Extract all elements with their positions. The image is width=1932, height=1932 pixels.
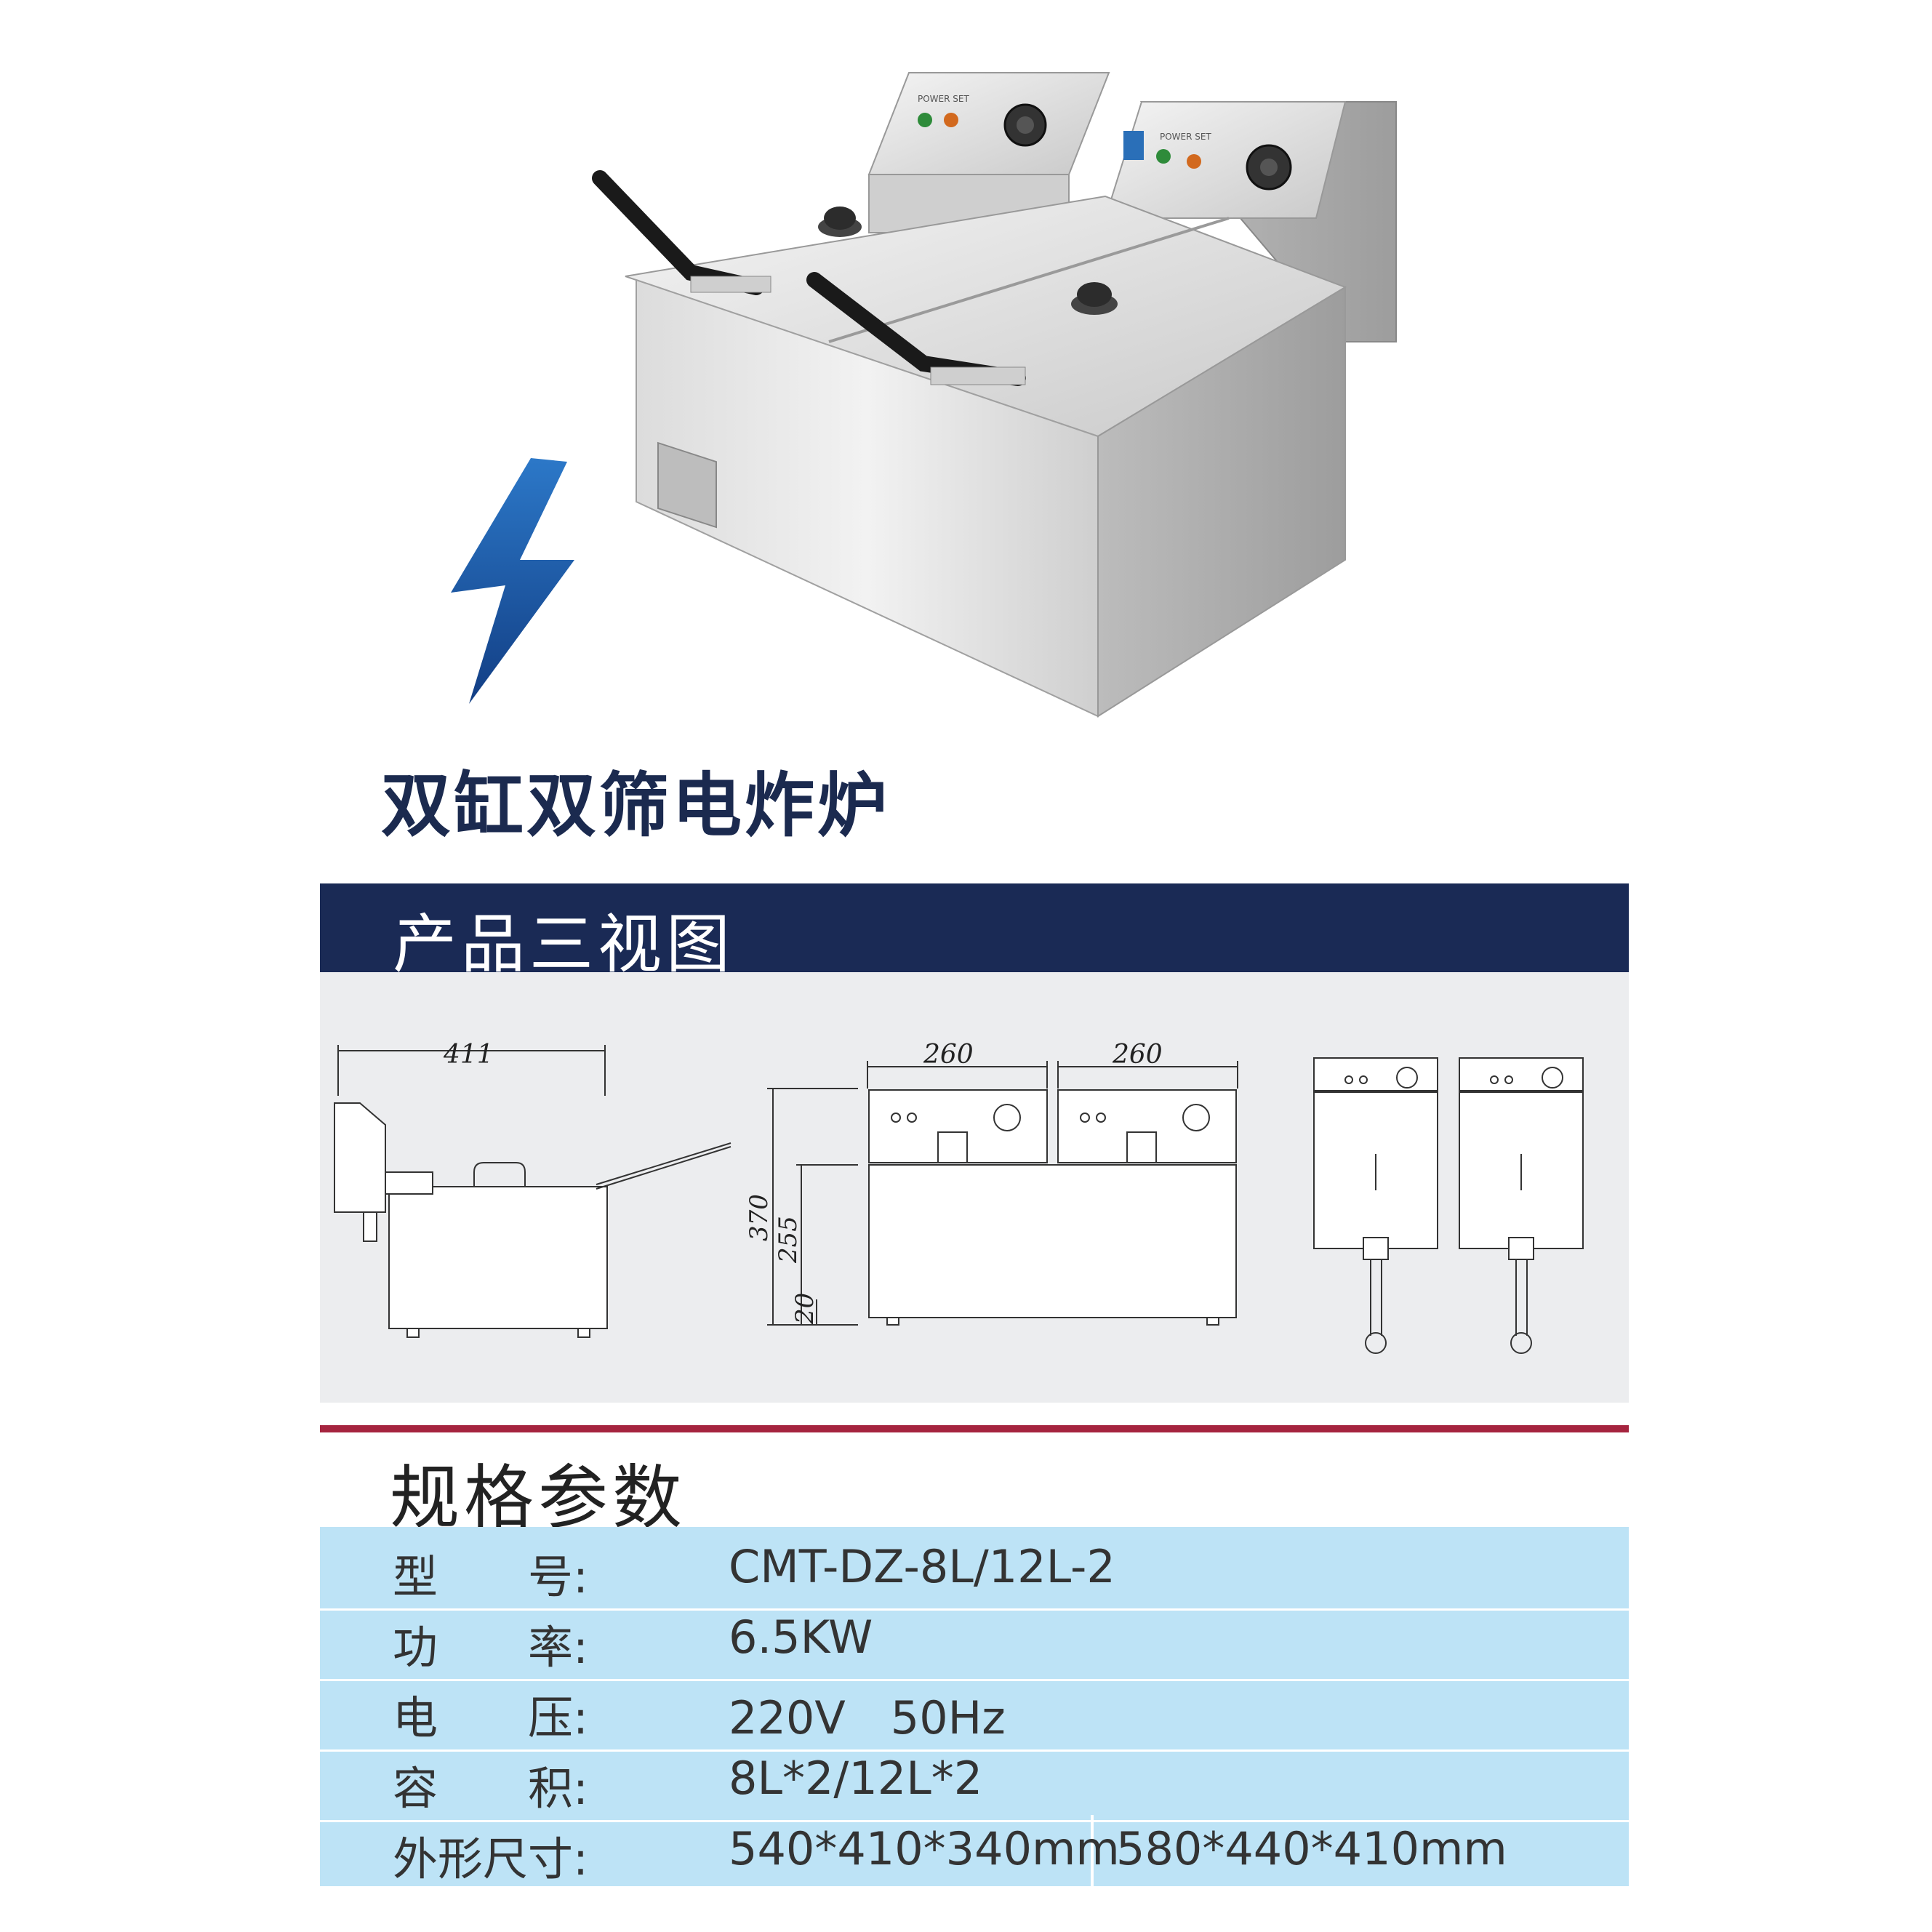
spec-title: 规格参数 <box>390 1457 686 1539</box>
technical-drawing: 411 260 260 370 255 20 <box>334 1040 1584 1354</box>
spec-table: 型 号: CMT-DZ-8L/12L-2 功 率: 6.5KW 电 压: 220… <box>320 1527 1629 1886</box>
spec-label-capacity: 容 积: <box>393 1762 588 1815</box>
product-photo: POWER SET POWER SET <box>451 72 1397 718</box>
dim-side-width: 411 <box>443 1040 494 1070</box>
views-header-bar <box>320 883 1629 972</box>
lid-knob-left <box>818 207 862 237</box>
row-divider <box>320 1749 1629 1752</box>
spec-label-power: 功 率: <box>393 1621 588 1674</box>
spec-value-capacity: 8L*2/12L*2 <box>729 1752 983 1805</box>
spec-value-power: 6.5KW <box>729 1611 873 1664</box>
spec-label-voltage: 电 压: <box>393 1691 588 1744</box>
spec-value-dimensions-12l: 580*440*410mm <box>1116 1822 1507 1875</box>
dim-front-width-right: 260 <box>1112 1040 1163 1070</box>
row-divider <box>320 1679 1629 1681</box>
side-view <box>334 1045 731 1338</box>
section-divider <box>320 1425 1629 1432</box>
basket-handle-right <box>806 272 1026 386</box>
heat-indicator-icon <box>1187 154 1201 169</box>
dim-height-body: 255 <box>774 1216 803 1264</box>
power-indicator-icon <box>918 113 932 127</box>
column-divider <box>1091 1815 1094 1886</box>
spec-label-model: 型 号: <box>393 1550 588 1603</box>
lightning-bolt-icon <box>451 458 574 704</box>
rating-plate <box>657 441 717 529</box>
panel-label-right: POWER SET <box>1160 132 1211 142</box>
product-title: 双缸双筛电炸炉 <box>381 765 890 846</box>
spec-value-voltage: 220V 50Hz <box>729 1691 1006 1744</box>
basket-handle-left <box>592 170 771 295</box>
spec-value-model: CMT-DZ-8L/12L-2 <box>729 1540 1115 1593</box>
dim-height-feet: 20 <box>790 1293 819 1325</box>
row-divider <box>320 1608 1629 1611</box>
lid-knob-right <box>1071 282 1118 315</box>
top-view <box>1313 1057 1584 1354</box>
heat-indicator-icon <box>944 113 958 127</box>
spec-label-dimensions: 外形尺寸: <box>393 1832 588 1885</box>
dim-front-width-left: 260 <box>923 1040 974 1070</box>
power-indicator-icon <box>1156 149 1171 164</box>
row-divider <box>320 1820 1629 1822</box>
three-view-drawing-panel: 411 260 260 370 255 20 <box>320 972 1629 1403</box>
spec-value-dimensions-8l: 540*410*340mm <box>729 1822 1120 1875</box>
views-header-title: 产品三视图 <box>393 907 735 982</box>
fryer-body <box>625 195 1347 718</box>
brand-badge-icon <box>1123 131 1144 160</box>
front-view <box>767 1061 1238 1326</box>
panel-label-left: POWER SET <box>918 94 969 104</box>
dim-height-total: 370 <box>745 1194 774 1241</box>
